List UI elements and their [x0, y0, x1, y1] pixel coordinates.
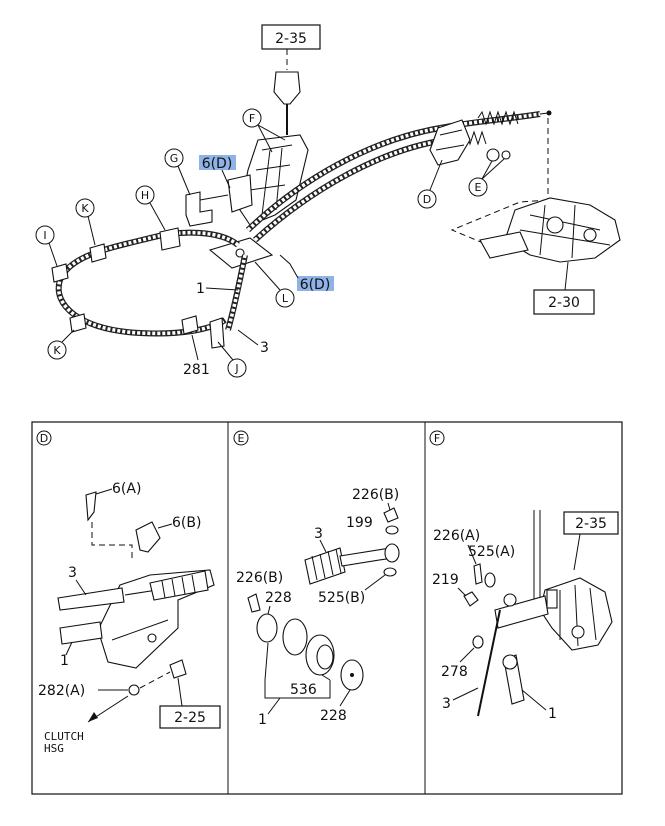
- callout-i: I: [35, 225, 58, 267]
- svg-text:E: E: [475, 181, 482, 194]
- svg-text:H: H: [141, 189, 149, 202]
- bracket-g: [185, 191, 213, 227]
- callout-j: J: [217, 341, 247, 378]
- upper-assembly: 2-35: [35, 24, 621, 378]
- ref-label-top: 2-35: [275, 31, 307, 47]
- ref-box-d: [159, 705, 221, 729]
- label-219: 219: [432, 572, 459, 588]
- label-3-e: 3: [314, 526, 323, 542]
- svg-text:F: F: [249, 112, 255, 125]
- clip-6b: [135, 521, 161, 553]
- ref-box-right: [533, 289, 595, 315]
- svg-text:L: L: [282, 292, 289, 305]
- svg-text:G: G: [170, 152, 179, 165]
- label-3-d: 3: [68, 565, 77, 581]
- highlight-top: [199, 155, 236, 170]
- ref-label-d: 2-25: [174, 710, 206, 726]
- label-226b-left: 226(B): [236, 570, 283, 586]
- label-1-d: 1: [60, 653, 69, 669]
- clip-281: [181, 315, 199, 335]
- callout-k-bottom: K: [47, 329, 75, 360]
- label-3-f: 3: [442, 696, 451, 712]
- ref-label-f: 2-35: [575, 516, 607, 532]
- highlight-mid: [297, 276, 334, 291]
- panel-f: F 2-35 226(A) 525(A) 219 278 3 1: [429, 430, 619, 722]
- label-536: 536: [290, 682, 317, 698]
- ref-box-f: [563, 511, 619, 535]
- clip-j: [209, 317, 225, 349]
- label-6a: 6(A): [112, 481, 141, 497]
- label-1-upper: 1: [196, 281, 205, 297]
- label-199: 199: [346, 515, 373, 531]
- callout-k-top: K: [75, 198, 96, 246]
- panel-f-circle: F: [434, 432, 440, 445]
- callout-g: G: [164, 148, 191, 196]
- svg-text:K: K: [81, 202, 89, 215]
- ref-box-top: [261, 24, 321, 50]
- callout-h: H: [135, 185, 166, 231]
- detail-frame: [31, 421, 623, 795]
- callout-e-upper: E: [468, 158, 505, 197]
- shift-knob: [273, 71, 301, 105]
- label-278: 278: [441, 664, 468, 680]
- panel-e-circle: E: [238, 432, 245, 445]
- panel-d: D 6(A) 6(B) 3 1 282(A) 2-25 CLUTCH HSG: [36, 430, 221, 755]
- highlight-label-mid: 6(D): [300, 277, 331, 293]
- svg-text:D: D: [423, 193, 431, 206]
- ref-label-right: 2-30: [548, 295, 580, 311]
- bushing-536-a: [282, 618, 308, 656]
- callout-d-upper: D: [417, 159, 443, 209]
- label-clutch: CLUTCH: [44, 730, 84, 743]
- cable-end-3: [57, 587, 125, 611]
- cable-end-1: [59, 621, 103, 645]
- clip-h: [159, 227, 181, 251]
- label-228-b: 228: [320, 708, 347, 724]
- label-1-e: 1: [258, 712, 267, 728]
- pin-6a: [85, 491, 97, 522]
- svg-text:I: I: [43, 229, 46, 242]
- callout-f: F: [242, 108, 286, 153]
- panel-d-circle: D: [40, 432, 48, 445]
- label-1-f: 1: [548, 706, 557, 722]
- boot-e: [304, 547, 346, 585]
- clip-i: [51, 263, 69, 283]
- cable-left-loop: [55, 229, 240, 337]
- label-525b: 525(B): [318, 590, 365, 606]
- clip-k-bottom: [69, 313, 87, 333]
- svg-text:J: J: [234, 362, 238, 375]
- label-226a: 226(A): [433, 528, 480, 544]
- label-hsg: HSG: [44, 742, 64, 755]
- label-226b-top: 226(B): [352, 487, 399, 503]
- bracket-d-right: [429, 119, 471, 166]
- label-281: 281: [183, 362, 210, 378]
- label-6b: 6(B): [172, 515, 201, 531]
- label-228-a: 228: [265, 590, 292, 606]
- callout-l: L: [254, 261, 295, 308]
- label-3-upper: 3: [260, 340, 269, 356]
- highlight-label-top: 6(D): [202, 156, 233, 172]
- clip-k-top: [89, 243, 107, 263]
- panel-e: E 226(B) 199 3 525(B) 226(B) 228 536 228…: [233, 430, 400, 728]
- washer-228-a: [256, 613, 278, 643]
- label-525a: 525(A): [468, 544, 515, 560]
- svg-text:K: K: [53, 344, 61, 357]
- label-282a: 282(A): [38, 683, 85, 699]
